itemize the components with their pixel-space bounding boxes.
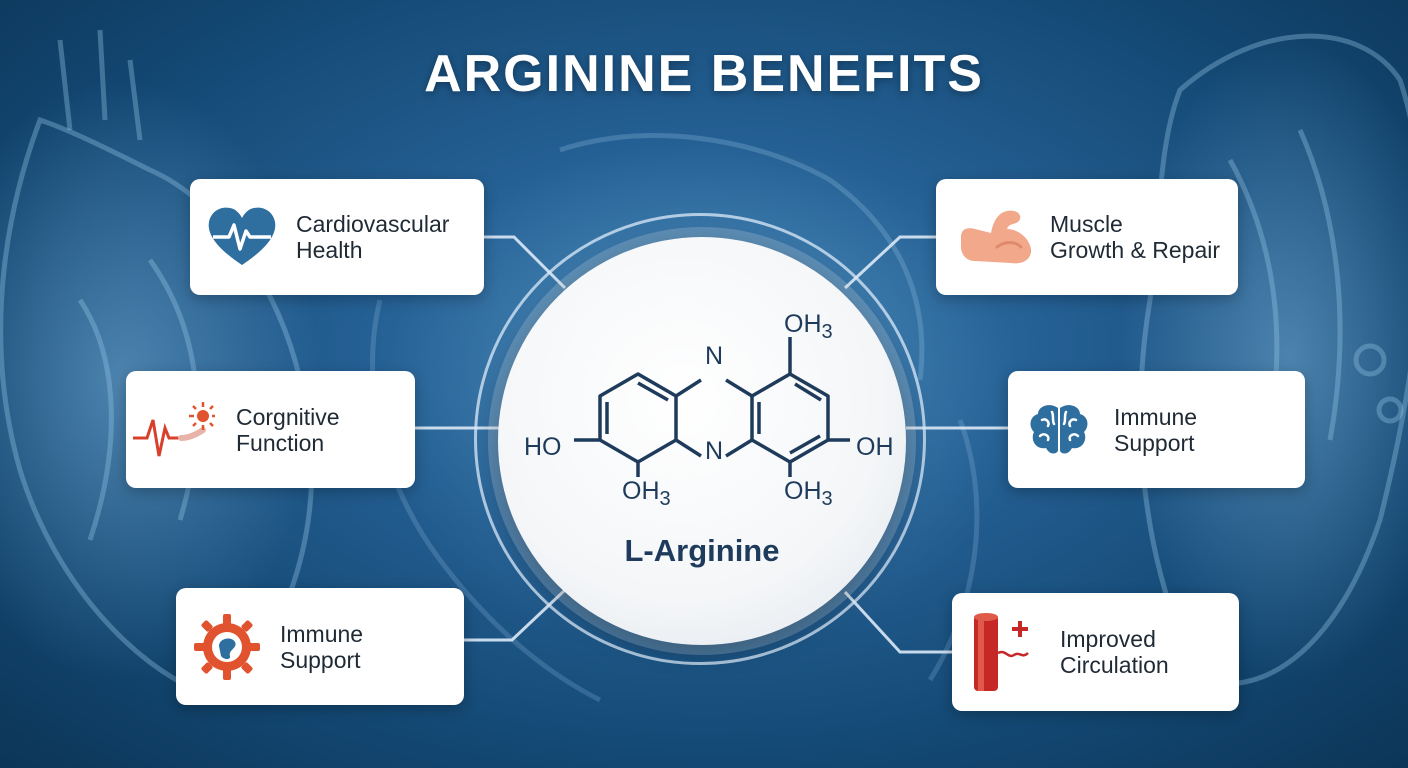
benefit-label: Muscle Growth & Repair — [1050, 211, 1221, 263]
heart-ecg-icon — [204, 202, 280, 272]
gear-cell-icon — [190, 610, 264, 684]
atom-oh3-bottom-right: OH3 — [784, 477, 833, 510]
benefit-card-circulation: Improved Circulation — [952, 593, 1239, 711]
atom-n-top: N — [705, 342, 723, 370]
connector-immune-left — [464, 588, 567, 642]
atom-ho-left: HO — [524, 433, 562, 461]
hub-ring — [474, 213, 926, 665]
benefit-card-muscle: Muscle Growth & Repair — [936, 179, 1238, 295]
benefit-label: Immune Support — [1114, 403, 1198, 456]
molecule-hub: N N HO OH OH3 OH3 OH3 L-Arginine — [498, 237, 906, 645]
blood-vessel-icon — [968, 607, 1044, 697]
arginine-structure-diagram: N N HO OH OH3 OH3 OH3 — [524, 310, 894, 510]
atom-oh-right: OH — [856, 433, 894, 461]
ecg-spark-icon — [130, 395, 216, 465]
atom-oh3-bottom-left: OH3 — [622, 477, 671, 510]
benefit-card-cognitive: Corgnitive Function — [126, 371, 415, 488]
benefit-label: Improved Circulation — [1060, 626, 1169, 678]
page-title: ARGININE BENEFITS — [424, 45, 984, 103]
atom-n-bottom: N — [705, 437, 723, 465]
connector-circulation — [843, 590, 952, 654]
flexed-arm-icon — [956, 202, 1036, 272]
benefit-card-cardiovascular: Cardiovascular Health — [190, 179, 484, 295]
molecule-name: L-Arginine — [624, 533, 780, 568]
brain-icon — [1026, 397, 1092, 463]
connector-muscle — [843, 235, 936, 290]
benefit-label: Cardiovascular Health — [296, 211, 450, 263]
benefit-label: Corgnitive Function — [236, 403, 340, 456]
benefit-card-immune-left: Immune Support — [176, 588, 464, 705]
benefit-card-immune-right: Immune Support — [1008, 371, 1305, 488]
benefit-label: Immune Support — [280, 620, 364, 673]
